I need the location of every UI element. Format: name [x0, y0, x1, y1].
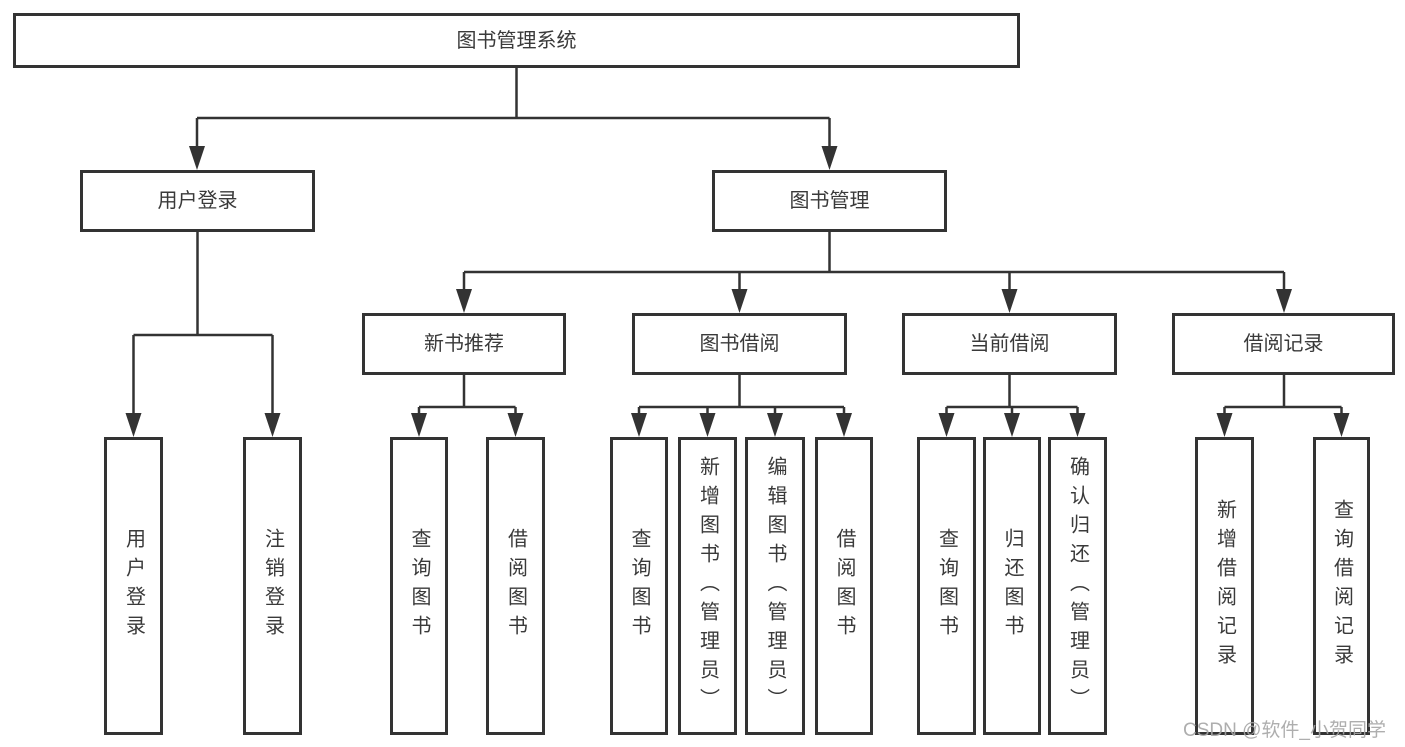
leaf-query-books-borrow-label: 查询图书	[628, 528, 650, 644]
leaf-add-books-admin-label: 新增图书（管理员）	[696, 455, 719, 717]
node-book-management: 图书管理	[712, 170, 947, 232]
leaf-borrow-books-recommend-label: 借阅图书	[504, 528, 527, 644]
node-user-login: 用户登录	[80, 170, 315, 232]
leaf-borrow-books-recommend: 借阅图书	[486, 437, 545, 735]
node-library-system: 图书管理系统	[13, 13, 1020, 68]
leaf-confirm-return-admin-label: 确认归还（管理员）	[1066, 455, 1089, 717]
node-new-book-recommend-label: 新书推荐	[424, 333, 504, 355]
connector-userlogin-to-leaves	[132, 232, 274, 415]
leaf-edit-books-admin: 编辑图书（管理员）	[745, 437, 805, 735]
leaf-borrow-books-label: 借阅图书	[833, 528, 855, 644]
leaf-return-books: 归还图书	[983, 437, 1041, 735]
leaf-logout: 注销登录	[243, 437, 302, 735]
node-current-borrow-label: 当前借阅	[969, 333, 1050, 355]
leaf-borrow-books: 借阅图书	[815, 437, 873, 735]
leaf-edit-books-admin-label: 编辑图书（管理员）	[764, 455, 786, 717]
leaf-user-login: 用户登录	[104, 437, 163, 735]
node-user-login-label: 用户登录	[157, 190, 238, 212]
leaf-query-books-current-label: 查询图书	[935, 528, 958, 644]
node-current-borrow: 当前借阅	[902, 313, 1117, 375]
leaf-add-borrow-record-label: 新增借阅记录	[1213, 499, 1236, 673]
leaf-query-borrow-record: 查询借阅记录	[1313, 437, 1370, 735]
node-borrow-records-label: 借阅记录	[1243, 333, 1324, 355]
connector-borrowrecords-to-leaves	[1223, 375, 1343, 415]
leaf-logout-label: 注销登录	[261, 528, 284, 644]
connector-root-to-level2	[195, 68, 831, 148]
leaf-return-books-label: 归还图书	[1001, 528, 1023, 644]
leaf-query-borrow-record-label: 查询借阅记录	[1330, 499, 1353, 673]
leaf-query-books-current: 查询图书	[917, 437, 976, 735]
node-new-book-recommend: 新书推荐	[362, 313, 566, 375]
leaf-confirm-return-admin: 确认归还（管理员）	[1048, 437, 1107, 735]
leaf-query-books-recommend: 查询图书	[390, 437, 448, 735]
node-borrow-records: 借阅记录	[1172, 313, 1395, 375]
node-library-system-label: 图书管理系统	[456, 29, 577, 52]
node-book-borrow: 图书借阅	[632, 313, 847, 375]
leaf-add-borrow-record: 新增借阅记录	[1195, 437, 1254, 735]
csdn-watermark: CSDN @软件_小贺同学	[1183, 720, 1386, 741]
node-book-management-label: 图书管理	[789, 190, 870, 212]
node-book-borrow-label: 图书借阅	[699, 333, 780, 355]
connector-currentborrow-to-leaves	[945, 375, 1079, 415]
leaf-user-login-label: 用户登录	[122, 528, 145, 644]
connector-bookborrow-to-leaves	[637, 375, 846, 415]
leaf-query-books-recommend-label: 查询图书	[408, 528, 430, 644]
connector-newbookrec-to-leaves	[417, 375, 517, 415]
leaf-query-books-borrow: 查询图书	[610, 437, 668, 735]
leaf-add-books-admin: 新增图书（管理员）	[678, 437, 737, 735]
connector-bookmgmt-to-level3	[462, 232, 1286, 291]
